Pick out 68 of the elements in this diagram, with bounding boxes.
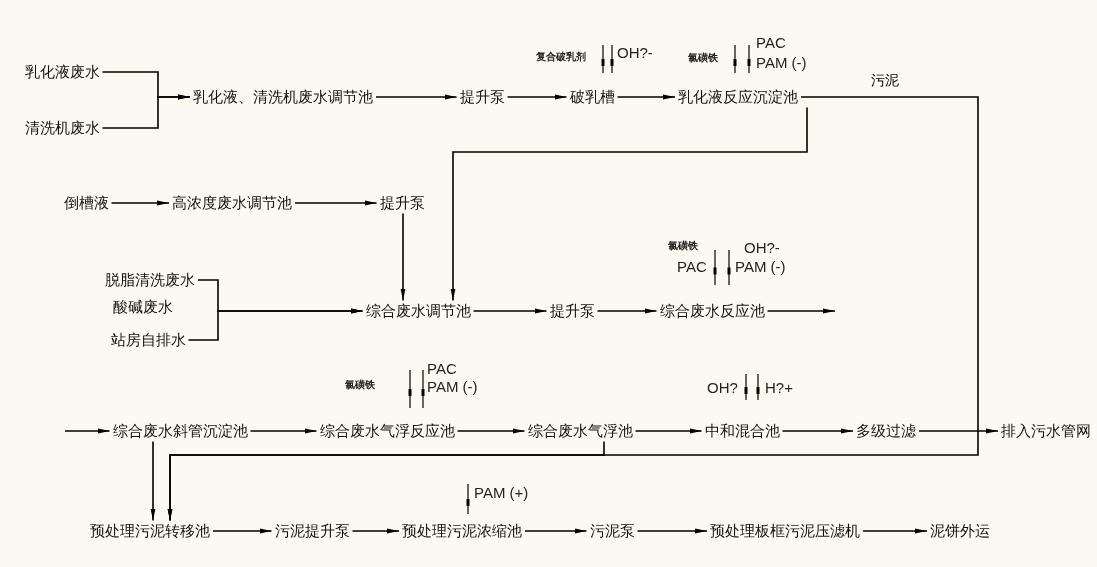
- flow-arrow: [918, 428, 999, 434]
- process-step-text: 排入污水管网: [998, 420, 1094, 442]
- flow-arrow: [450, 106, 808, 302]
- flow-arrow: [64, 428, 111, 434]
- reagent-label: H?+: [765, 380, 793, 395]
- process-step-text: 预处理污泥浓缩池: [399, 520, 525, 542]
- process-step-text: 预处理板框污泥压滤机: [707, 520, 863, 542]
- process-step-text: 提升泵: [376, 192, 428, 214]
- flow-arrow: [596, 308, 658, 314]
- process-step-text: 综合废水气浮池: [524, 420, 636, 442]
- process-step-text: 污泥提升泵: [271, 520, 353, 542]
- reagent-label: PAM (-): [735, 259, 786, 274]
- flow-arrow: [249, 428, 318, 434]
- reagent-name: 氯磺铁: [688, 53, 718, 63]
- flow-arrow: [616, 94, 676, 100]
- process-step-text: 乳化液反应沉淀池: [675, 86, 801, 108]
- process-step-text: 乳化液、清洗机废水调节池: [190, 86, 376, 108]
- process-step-text: 酸碱废水: [110, 296, 176, 318]
- edge-label: 污泥: [869, 72, 901, 90]
- process-step-text: 破乳槽: [566, 86, 618, 108]
- flow-arrow: [636, 528, 708, 534]
- process-step-text: 高浓度废水调节池: [169, 192, 295, 214]
- reagent-label: PAM (-): [756, 55, 807, 70]
- flow-arrow: [294, 200, 378, 206]
- reagent-label: OH?: [707, 380, 738, 395]
- process-step-text: 倒槽液: [60, 192, 112, 214]
- flow-arrow: [212, 528, 273, 534]
- reagent-name: 氯磺铁: [668, 241, 698, 251]
- reagent-label: PAM (-): [427, 379, 478, 394]
- flow-arrow: [472, 308, 548, 314]
- flow-arrow: [167, 440, 605, 522]
- process-step-text: 综合废水斜管沉淀池: [109, 420, 251, 442]
- flow-arrow: [524, 528, 588, 534]
- process-step-text: 提升泵: [546, 300, 598, 322]
- process-step-text: 污泥泵: [586, 520, 638, 542]
- reagent-name: 复合破乳剂: [536, 52, 586, 62]
- flow-arrow: [781, 428, 854, 434]
- process-step-text: 清洗机废水: [21, 117, 103, 139]
- flow-arrow: [375, 94, 458, 100]
- process-step-text: 泥饼外运: [927, 520, 993, 542]
- flow-arrow: [456, 428, 526, 434]
- process-step-text: 综合废水调节池: [362, 300, 474, 322]
- reagent-label: PAM (+): [474, 485, 529, 500]
- reagent-label: PAC: [677, 259, 707, 274]
- process-step-text: 综合废水反应池: [656, 300, 768, 322]
- reagent-name: 氯磺铁: [345, 380, 375, 390]
- flow-arrow: [862, 528, 928, 534]
- reagent-label: PAC: [756, 35, 786, 50]
- process-step-text: 提升泵: [456, 86, 508, 108]
- process-step-text: 乳化液废水: [21, 61, 103, 83]
- process-step-text: 站房自排水: [107, 329, 189, 351]
- flow-arrow: [766, 308, 836, 314]
- reagent-label: OH?-: [617, 45, 653, 60]
- reagent-label: PAC: [427, 361, 457, 376]
- process-step-text: 预处理污泥转移池: [87, 520, 213, 542]
- process-step-text: 脱脂清洗废水: [102, 269, 198, 291]
- process-step-text: 中和混合池: [701, 420, 783, 442]
- flow-arrow: [400, 212, 406, 302]
- flow-arrow: [351, 528, 400, 534]
- flow-arrow: [150, 440, 156, 522]
- flow-arrow: [101, 94, 191, 129]
- flow-arrow: [110, 200, 170, 206]
- reagent-label: OH?-: [744, 240, 780, 255]
- process-step-text: 多级过滤: [853, 420, 919, 442]
- flow-arrow: [506, 94, 568, 100]
- flow-arrow: [187, 308, 364, 341]
- flow-arrow: [634, 428, 703, 434]
- process-step-text: 综合废水气浮反应池: [316, 420, 458, 442]
